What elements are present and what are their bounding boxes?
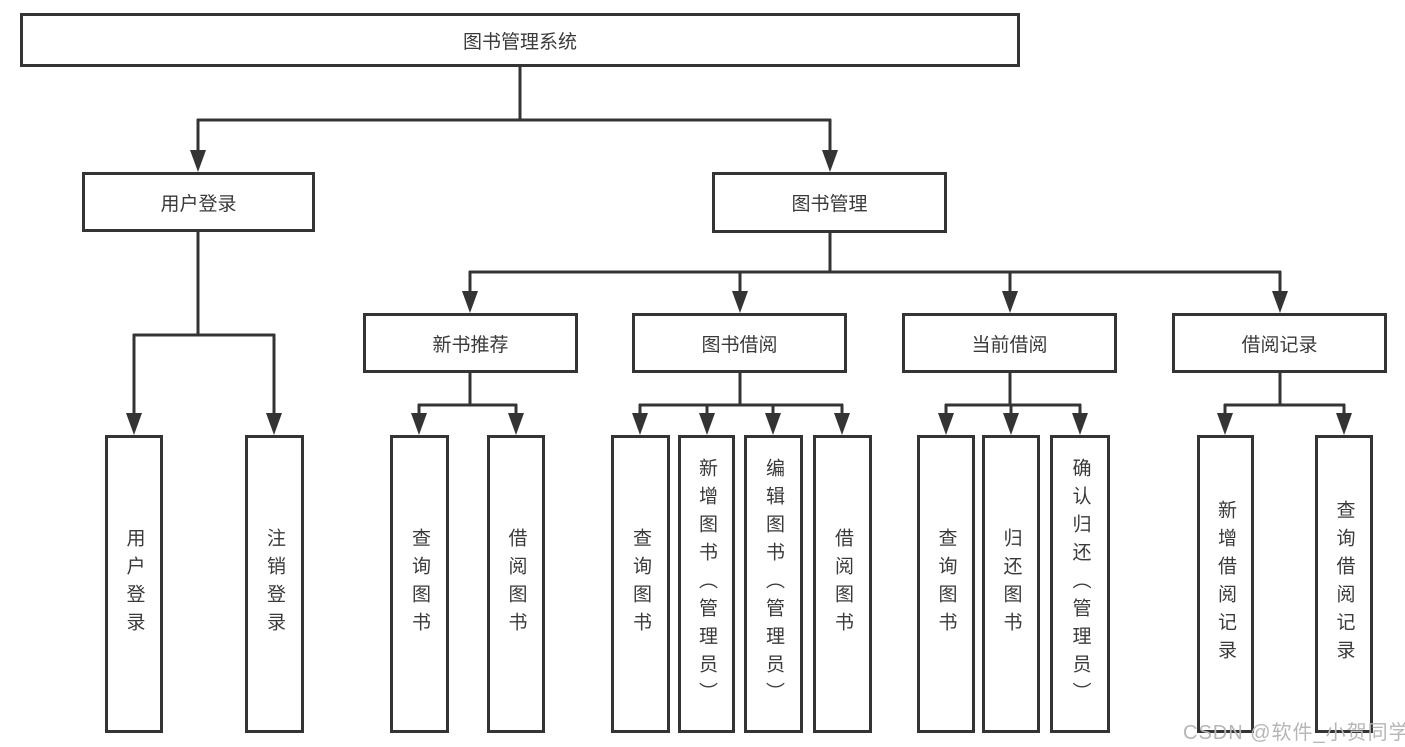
leaf-label: 借阅图书 bbox=[832, 528, 853, 640]
node-book-borrowing: 图书借阅 bbox=[632, 313, 847, 373]
leaf-label: 查询图书 bbox=[935, 528, 957, 640]
leaf-return-book: 归还图书 bbox=[982, 435, 1040, 733]
leaf-label: 新增图书（管理员） bbox=[696, 458, 717, 710]
leaf-label: 用户登录 bbox=[123, 528, 145, 640]
leaf-label: 归还图书 bbox=[1000, 528, 1022, 640]
leaf-borrow-books: 借阅图书 bbox=[813, 435, 872, 733]
leaf-query-books-current: 查询图书 bbox=[917, 435, 975, 733]
leaf-label: 编辑图书（管理员） bbox=[763, 458, 784, 710]
leaf-query-books-recommend: 查询图书 bbox=[390, 435, 449, 733]
leaf-query-books-borrow: 查询图书 bbox=[611, 435, 670, 733]
csdn-watermark: CSDN @软件_小贺同学 bbox=[1183, 722, 1405, 744]
node-book-management: 图书管理 bbox=[712, 172, 947, 233]
leaf-user-login: 用户登录 bbox=[105, 435, 163, 733]
leaf-label: 查询借阅记录 bbox=[1333, 500, 1355, 668]
node-user-login: 用户登录 bbox=[82, 172, 315, 232]
leaf-query-borrow-record: 查询借阅记录 bbox=[1315, 435, 1373, 733]
arrowheads bbox=[126, 150, 1352, 435]
leaf-borrow-books-recommend: 借阅图书 bbox=[487, 435, 545, 733]
leaf-label: 查询图书 bbox=[630, 528, 651, 640]
leaf-label: 注销登录 bbox=[264, 528, 285, 640]
node-borrow-records: 借阅记录 bbox=[1172, 313, 1387, 373]
leaf-logout: 注销登录 bbox=[245, 435, 304, 733]
node-current-borrowing: 当前借阅 bbox=[902, 313, 1117, 373]
node-root: 图书管理系统 bbox=[20, 13, 1020, 67]
leaf-edit-book-admin: 编辑图书（管理员） bbox=[744, 435, 803, 733]
leaf-confirm-return-admin: 确认归还（管理员） bbox=[1050, 435, 1110, 733]
node-new-book-recommendation: 新书推荐 bbox=[363, 313, 578, 373]
leaf-add-book-admin: 新增图书（管理员） bbox=[678, 435, 735, 733]
leaf-label: 确认归还（管理员） bbox=[1069, 458, 1091, 710]
leaf-label: 新增借阅记录 bbox=[1215, 500, 1236, 668]
leaf-label: 借阅图书 bbox=[505, 528, 527, 640]
leaf-add-borrow-record: 新增借阅记录 bbox=[1197, 435, 1254, 733]
leaf-label: 查询图书 bbox=[409, 528, 430, 640]
